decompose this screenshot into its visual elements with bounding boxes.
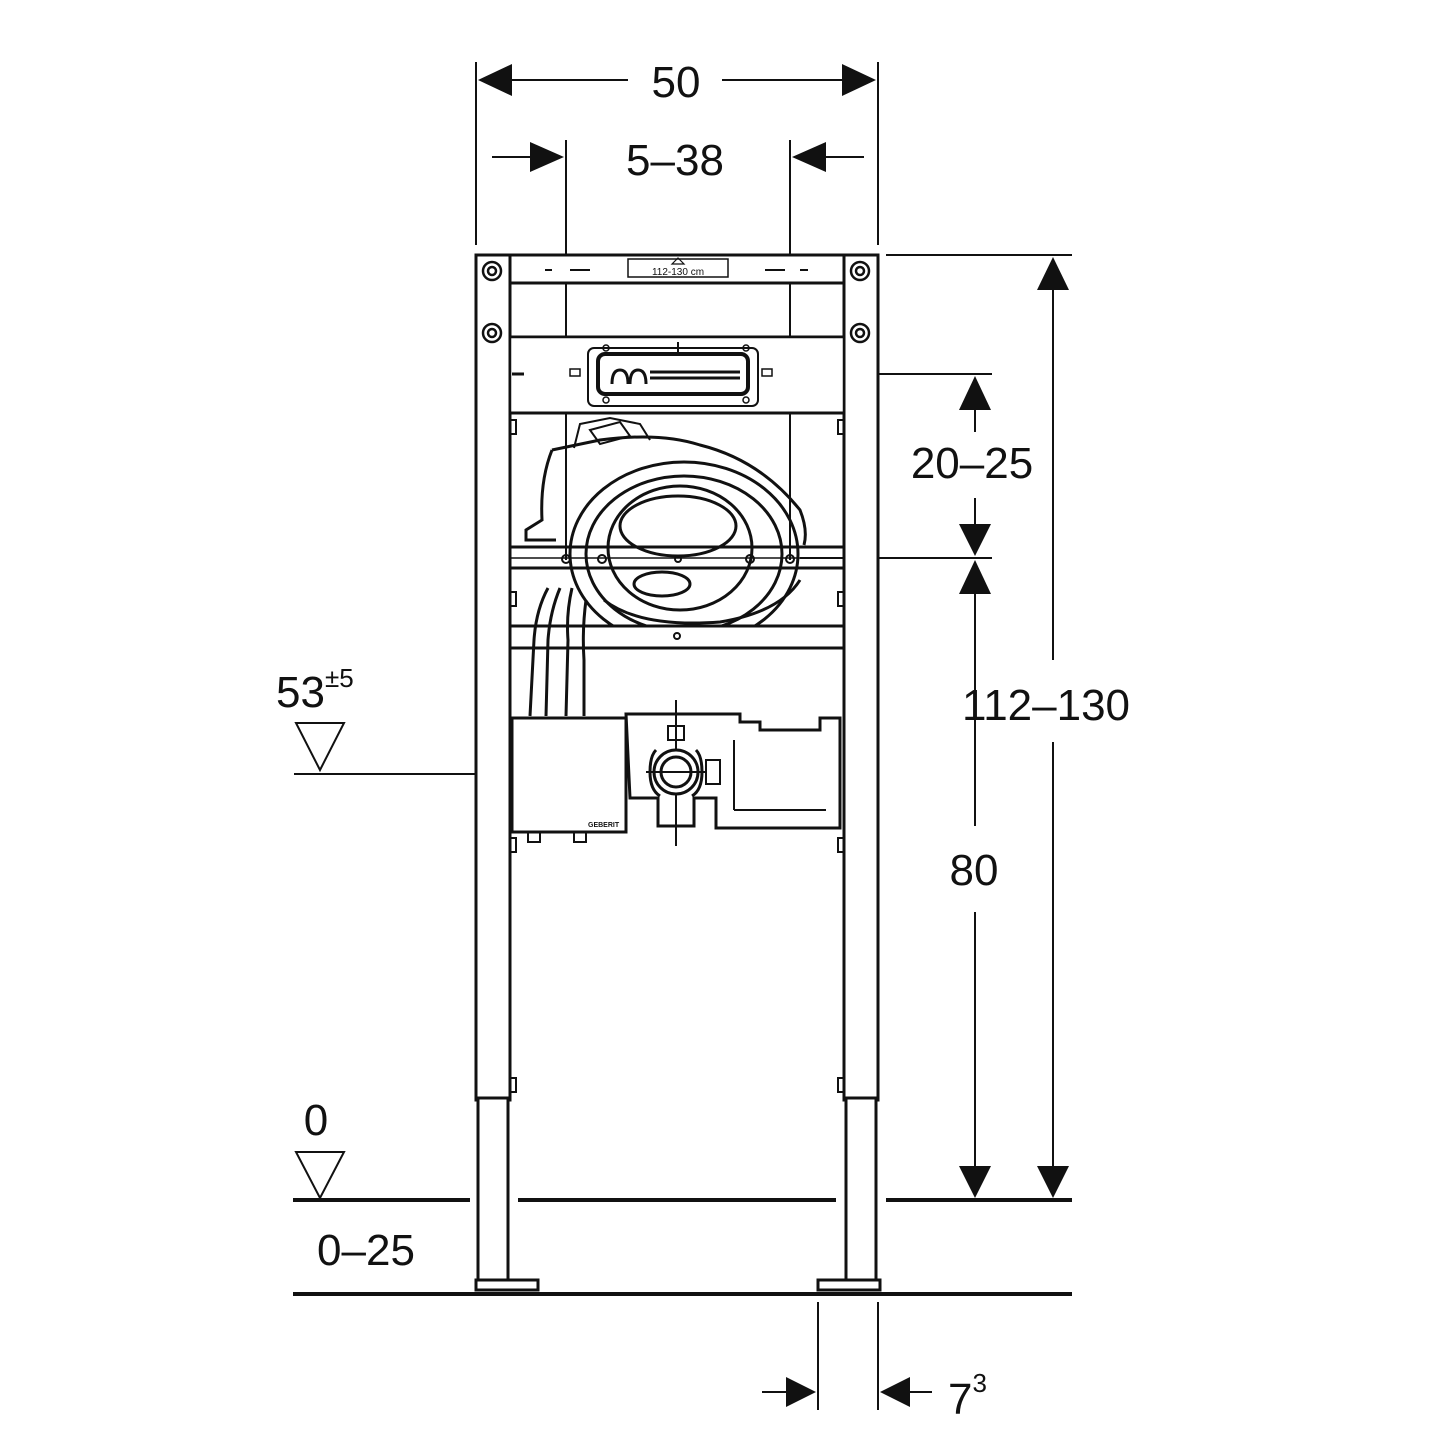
frame: GEBERIT [474, 253, 882, 1292]
dim-connection-spacing-label: 5–38 [626, 136, 724, 185]
dimension-lower-height: 80 [950, 560, 999, 1198]
frame-plate [627, 258, 729, 278]
dimension-connection-spacing: 5–38 [492, 136, 864, 185]
dim-total-width-label: 50 [652, 58, 701, 107]
right-foot-tube [844, 1096, 878, 1284]
cross-rail [508, 624, 846, 650]
left-foot-plate [474, 1278, 540, 1292]
control-box [510, 716, 628, 834]
floor-level-label: 0 [304, 1096, 328, 1145]
dim-foot-depth-label: 73 [948, 1368, 987, 1424]
dimension-total-width: 50 [478, 58, 876, 107]
left-upright [474, 253, 512, 1102]
brand-label: GEBERIT [588, 822, 620, 829]
side-brackets [509, 419, 845, 1093]
dim-lower-height-label: 80 [950, 846, 999, 895]
dimension-flush-height: 20–25 [911, 376, 1033, 556]
right-upright [842, 253, 880, 1102]
dimension-foot-depth: 73 [762, 1368, 987, 1424]
mounting-holes [481, 260, 871, 344]
supply-hoses [528, 587, 588, 717]
dim-total-height-label: 112–130 [962, 681, 1130, 730]
right-foot-plate [816, 1278, 882, 1292]
frame-plate-label: 112-130 cm [652, 267, 704, 278]
actuator-button [596, 352, 750, 396]
drain-outlet [624, 700, 842, 846]
outlet-level-label: 53±5 [276, 663, 354, 717]
outlet-level-triangle-icon [294, 722, 346, 773]
dim-flush-height-label: 20–25 [911, 439, 1033, 488]
left-foot-tube [476, 1096, 510, 1284]
dimension-total-height: 112–130 [962, 257, 1130, 1198]
floor-offset-label: 0–25 [317, 1226, 415, 1275]
frame-plate-warning-icon [670, 257, 686, 265]
rail-screws [561, 554, 795, 564]
floor-level-marker: 0 [294, 1096, 346, 1201]
floor-level-triangle-icon [294, 1151, 346, 1201]
